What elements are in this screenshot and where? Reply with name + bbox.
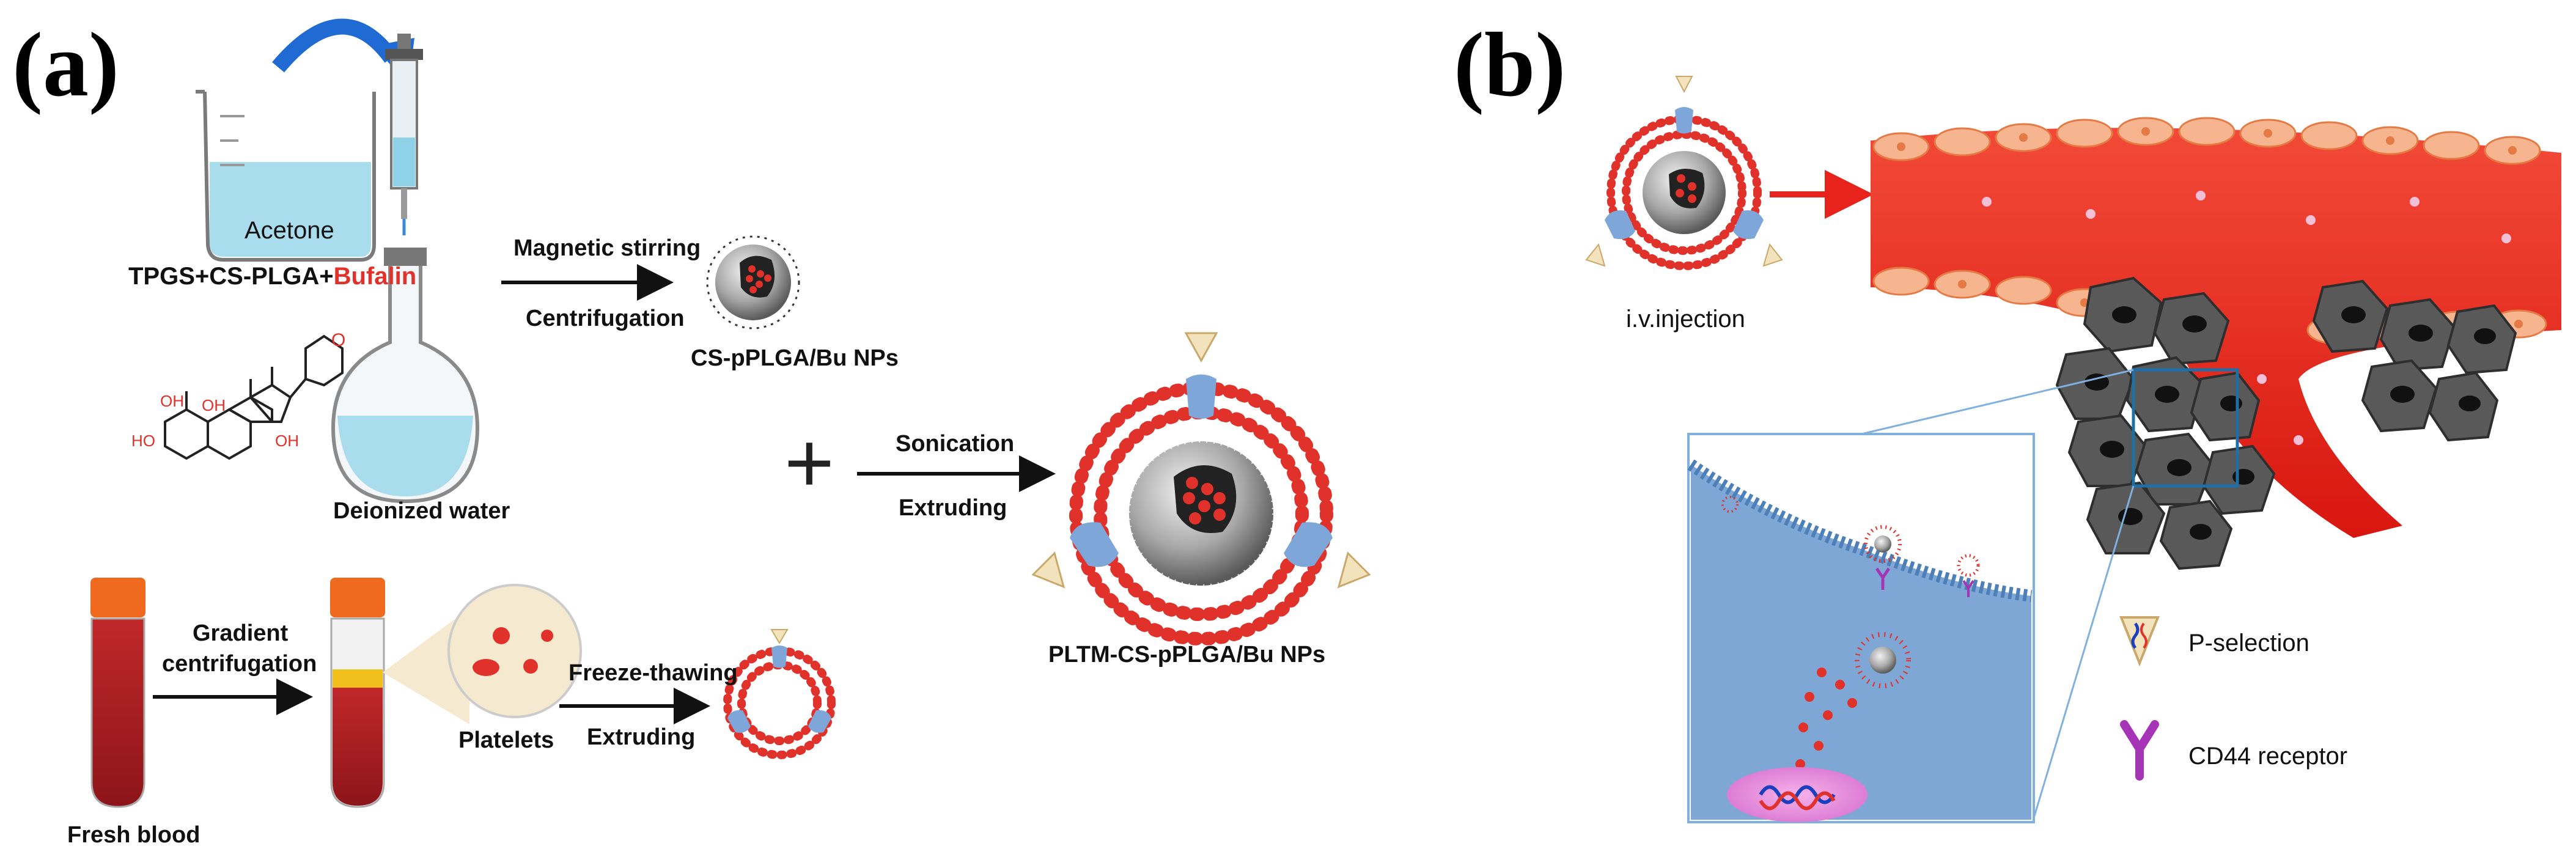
ho-label: HO (131, 432, 155, 450)
step2-top-label: Freeze-thawing (569, 660, 738, 686)
round-flask (331, 248, 480, 504)
bufalin-structure (164, 334, 344, 460)
zoom-line-top (1861, 369, 2134, 435)
legend-pselection-icon (2119, 616, 2160, 667)
legend-cd44-icon (2120, 720, 2159, 781)
panel-b-label: (b) (1454, 14, 1566, 116)
beaker-label: Acetone (245, 217, 334, 244)
gradient-bottom-label: centrifugation (162, 651, 317, 677)
legend-pselection-label: P-selection (2188, 630, 2309, 657)
flask-label: Deionized water (333, 498, 510, 524)
plus-sign: + (784, 414, 834, 510)
oh-label-1: OH (202, 396, 226, 414)
gradient-top-label: Gradient (193, 620, 289, 646)
mixture-prefix: TPGS+CS-PLGA+ (128, 263, 334, 290)
legend-cd44-label: CD44 receptor (2188, 743, 2348, 770)
platelets-magnifier (383, 584, 582, 724)
step1-bottom-label: Centrifugation (526, 306, 685, 331)
np-label: CS-pPLGA/Bu NPs (691, 345, 899, 371)
zoom-region (2132, 368, 2239, 488)
mixture-drug: Bufalin (333, 263, 417, 290)
zoom-line-bottom (2031, 485, 2135, 823)
pltm-nanoparticle (1031, 332, 1371, 646)
blood-label: Fresh blood (67, 822, 201, 848)
zoom-inset (1687, 433, 2035, 823)
injection-label: i.v.injection (1626, 306, 1745, 333)
step2-bottom-label: Extruding (587, 724, 696, 750)
syringe (385, 34, 423, 235)
oh-label-2: OH (160, 392, 184, 410)
platelets-label: Platelets (458, 727, 554, 753)
mixture-label: TPGS+CS-PLGA+Bufalin (128, 263, 416, 290)
carbonyl-o-label: O (331, 330, 345, 350)
oh-label-3: OH (275, 432, 299, 450)
step3-bottom-label: Extruding (899, 495, 1007, 521)
panel-a-label: (a) (12, 14, 119, 116)
acetone-beaker (196, 90, 376, 262)
fresh-blood-tube (90, 578, 145, 808)
platelet-membrane-vesicle (723, 629, 836, 759)
injected-nanoparticle (1585, 76, 1783, 270)
cs-pplga-nanoparticle (706, 235, 800, 329)
step1-top-label: Magnetic stirring (513, 235, 701, 261)
final-np-label: PLTM-CS-pPLGA/Bu NPs (1048, 642, 1326, 668)
step3-top-label: Sonication (896, 431, 1015, 457)
centrifuged-tube (330, 578, 385, 808)
